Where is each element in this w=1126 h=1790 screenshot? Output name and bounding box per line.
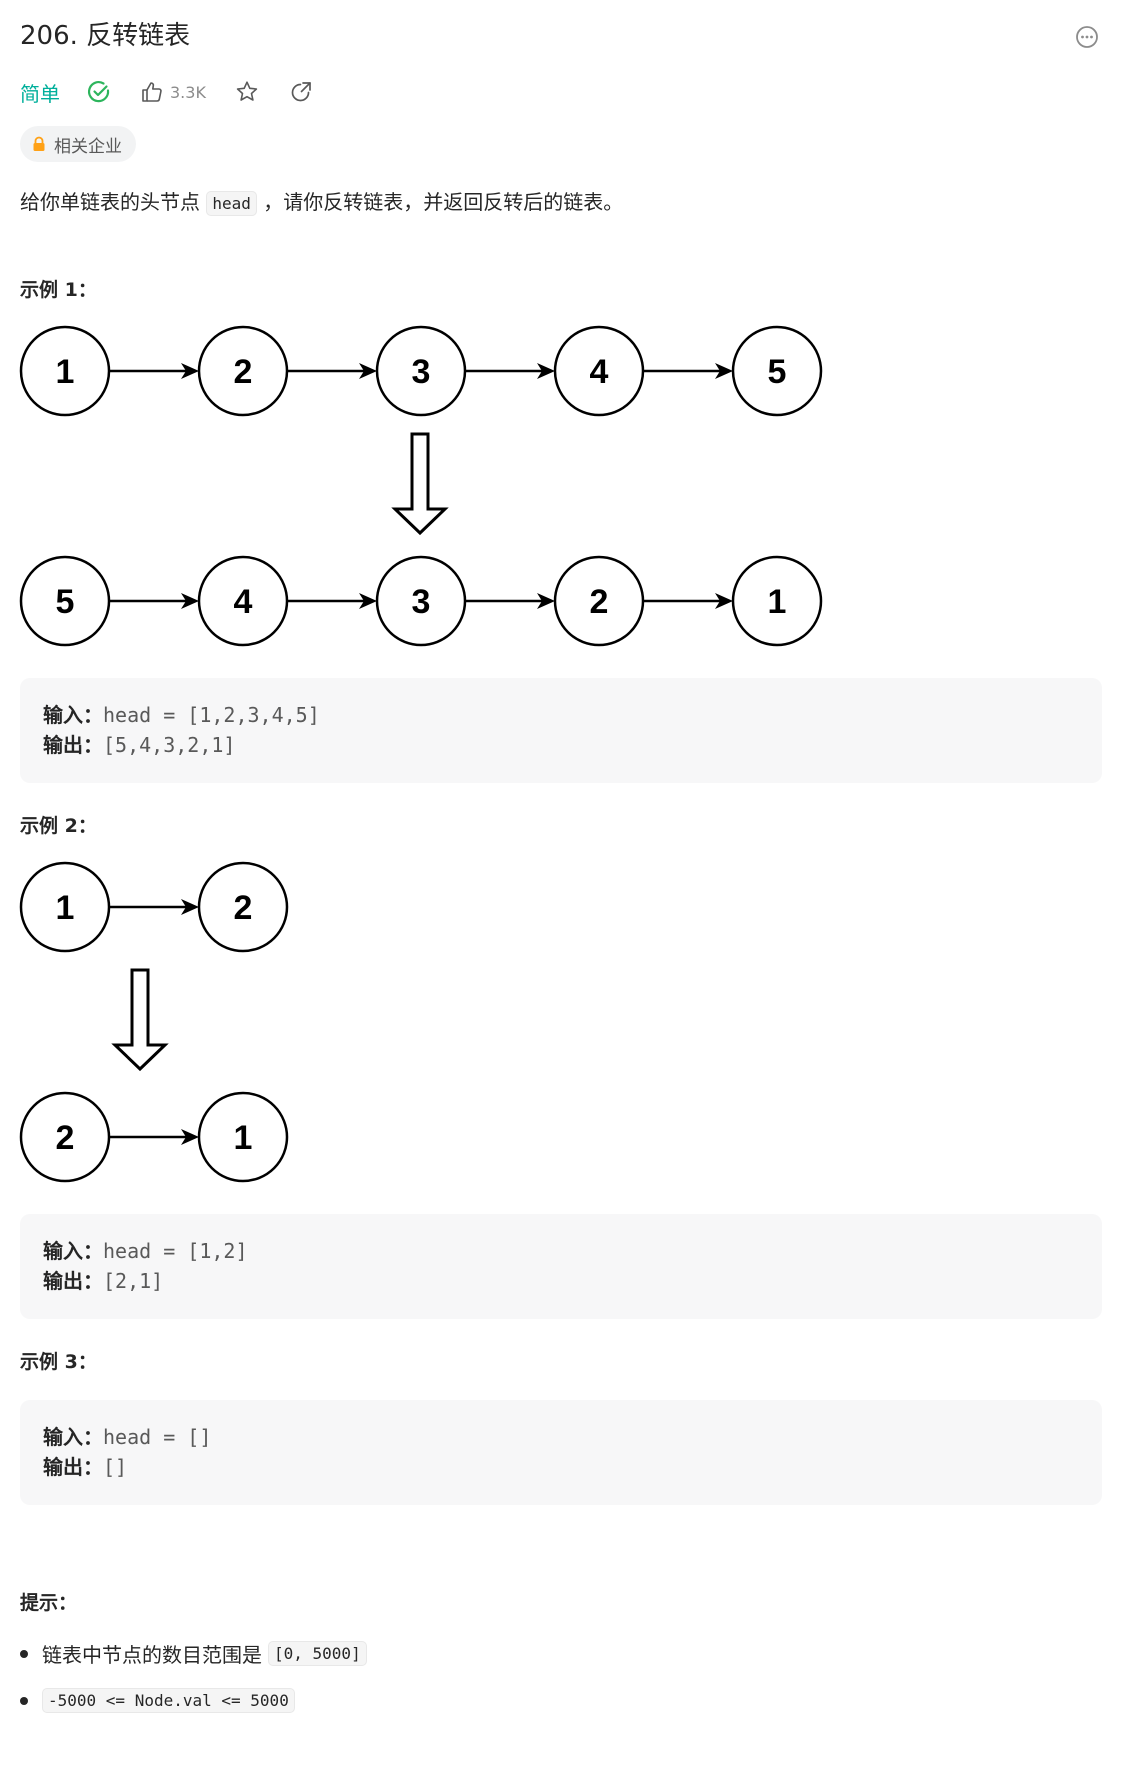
solved-status: [86, 79, 112, 105]
list-node-value: 2: [590, 583, 609, 621]
arrowhead-icon: [715, 593, 733, 609]
check-circle-icon: [87, 81, 110, 103]
example-1-output: 输出：[5,4,3,2,1]: [43, 729, 235, 758]
output-label: 输出：: [43, 1269, 103, 1293]
arrowhead-icon: [537, 593, 555, 609]
problem-title: 206. 反转链表: [20, 21, 191, 51]
reverse-arrow-icon: [391, 432, 449, 536]
list-node: [197, 1091, 289, 1183]
favorite-button[interactable]: [234, 79, 260, 105]
list-node-value: 2: [234, 889, 253, 927]
constraint-code: -5000 <= Node.val <= 5000: [42, 1688, 295, 1713]
description-suffix: ，请你反转链表，并返回反转后的链表。: [263, 190, 624, 214]
input-label: 输入：: [43, 1239, 103, 1263]
input-value: head = [1,2]: [103, 1239, 248, 1263]
example-3-output: 输出：[]: [43, 1451, 127, 1480]
output-value: [2,1]: [103, 1269, 164, 1293]
problem-description: 给你单链表的头节点 head ，请你反转链表，并返回反转后的链表。: [20, 186, 623, 220]
example-2-output: 输出：[2,1]: [43, 1265, 163, 1294]
arrowhead-icon: [359, 593, 377, 609]
list-node-value: 2: [56, 1119, 75, 1157]
list-node-value: 5: [56, 583, 75, 621]
difficulty-badge: 简单: [20, 81, 60, 106]
arrowhead-icon: [715, 363, 733, 379]
arrowhead-icon: [181, 363, 199, 379]
arrowhead-icon: [181, 899, 199, 915]
description-prefix: 给你单链表的头节点: [20, 190, 200, 214]
list-node-value: 3: [412, 353, 431, 391]
constraint-text: 链表中节点的数目范围是: [42, 1643, 262, 1667]
constraint-item: 链表中节点的数目范围是 [0, 5000]: [20, 1639, 367, 1668]
list-node-value: 1: [56, 889, 75, 927]
share-icon: [291, 82, 311, 102]
example-1-diagram: 1 2 3 4 5 5 4 3 2 1: [19, 325, 823, 647]
list-node-value: 5: [768, 353, 787, 391]
list-node-value: 2: [234, 353, 253, 391]
output-label: 输出：: [43, 733, 103, 757]
example-1-box: 输入：head = [1,2,3,4,5] 输出：[5,4,3,2,1]: [20, 678, 1102, 783]
list-node-value: 1: [234, 1119, 253, 1157]
example-3-box: 输入：head = [] 输出：[]: [20, 1400, 1102, 1505]
arrowhead-icon: [181, 1129, 199, 1145]
description-code: head: [206, 191, 257, 216]
example-2-box: 输入：head = [1,2] 输出：[2,1]: [20, 1214, 1102, 1319]
arrowhead-icon: [181, 593, 199, 609]
list-node-value: 1: [768, 583, 787, 621]
arrowhead-icon: [537, 363, 555, 379]
bullet-dot: [20, 1696, 28, 1705]
like-count: 3.3K: [170, 82, 206, 102]
more-options-button[interactable]: [1072, 22, 1102, 52]
example-1-top-row: 1 2 3 4 5: [19, 325, 823, 417]
thumbs-up-icon: [142, 82, 162, 102]
output-label: 输出：: [43, 1455, 103, 1479]
list-node-value: 1: [56, 353, 75, 391]
example-2-input: 输入：head = [1,2]: [43, 1235, 248, 1264]
constraint-code: [0, 5000]: [268, 1641, 367, 1666]
example-1-heading: 示例 1：: [20, 279, 97, 301]
example-2-heading: 示例 2：: [20, 815, 97, 837]
list-node: [731, 555, 823, 647]
example-3-heading: 示例 3：: [20, 1351, 97, 1373]
more-horizontal-icon: [1076, 26, 1098, 48]
example-1-input: 输入：head = [1,2,3,4,5]: [43, 699, 320, 728]
constraints-heading: 提示：: [20, 1592, 78, 1614]
list-node: [197, 861, 289, 953]
input-value: head = [1,2,3,4,5]: [103, 703, 320, 727]
arrowhead-icon: [359, 363, 377, 379]
input-label: 输入：: [43, 1425, 103, 1449]
example-3-input: 输入：head = []: [43, 1421, 211, 1450]
related-companies-tag[interactable]: 相关企业: [20, 126, 136, 162]
input-value: head = []: [103, 1425, 212, 1449]
share-button[interactable]: [288, 79, 314, 105]
reverse-arrow-icon: [111, 968, 169, 1072]
constraint-item: -5000 <= Node.val <= 5000: [20, 1688, 295, 1713]
like-button[interactable]: 3.3K: [140, 80, 206, 104]
list-node: [731, 325, 823, 417]
lock-icon: [32, 136, 46, 152]
company-tag-label: 相关企业: [54, 136, 122, 157]
problem-meta-row: 简单 3.3K: [20, 74, 342, 110]
example-1-bottom-row: 5 4 3 2 1: [19, 555, 823, 647]
output-value: []: [103, 1455, 128, 1479]
list-node-value: 3: [412, 583, 431, 621]
bullet-dot: [20, 1649, 28, 1658]
input-label: 输入：: [43, 703, 103, 727]
list-node-value: 4: [590, 353, 609, 391]
list-node-value: 4: [234, 583, 253, 621]
star-icon: [236, 81, 258, 101]
output-value: [5,4,3,2,1]: [103, 733, 236, 757]
